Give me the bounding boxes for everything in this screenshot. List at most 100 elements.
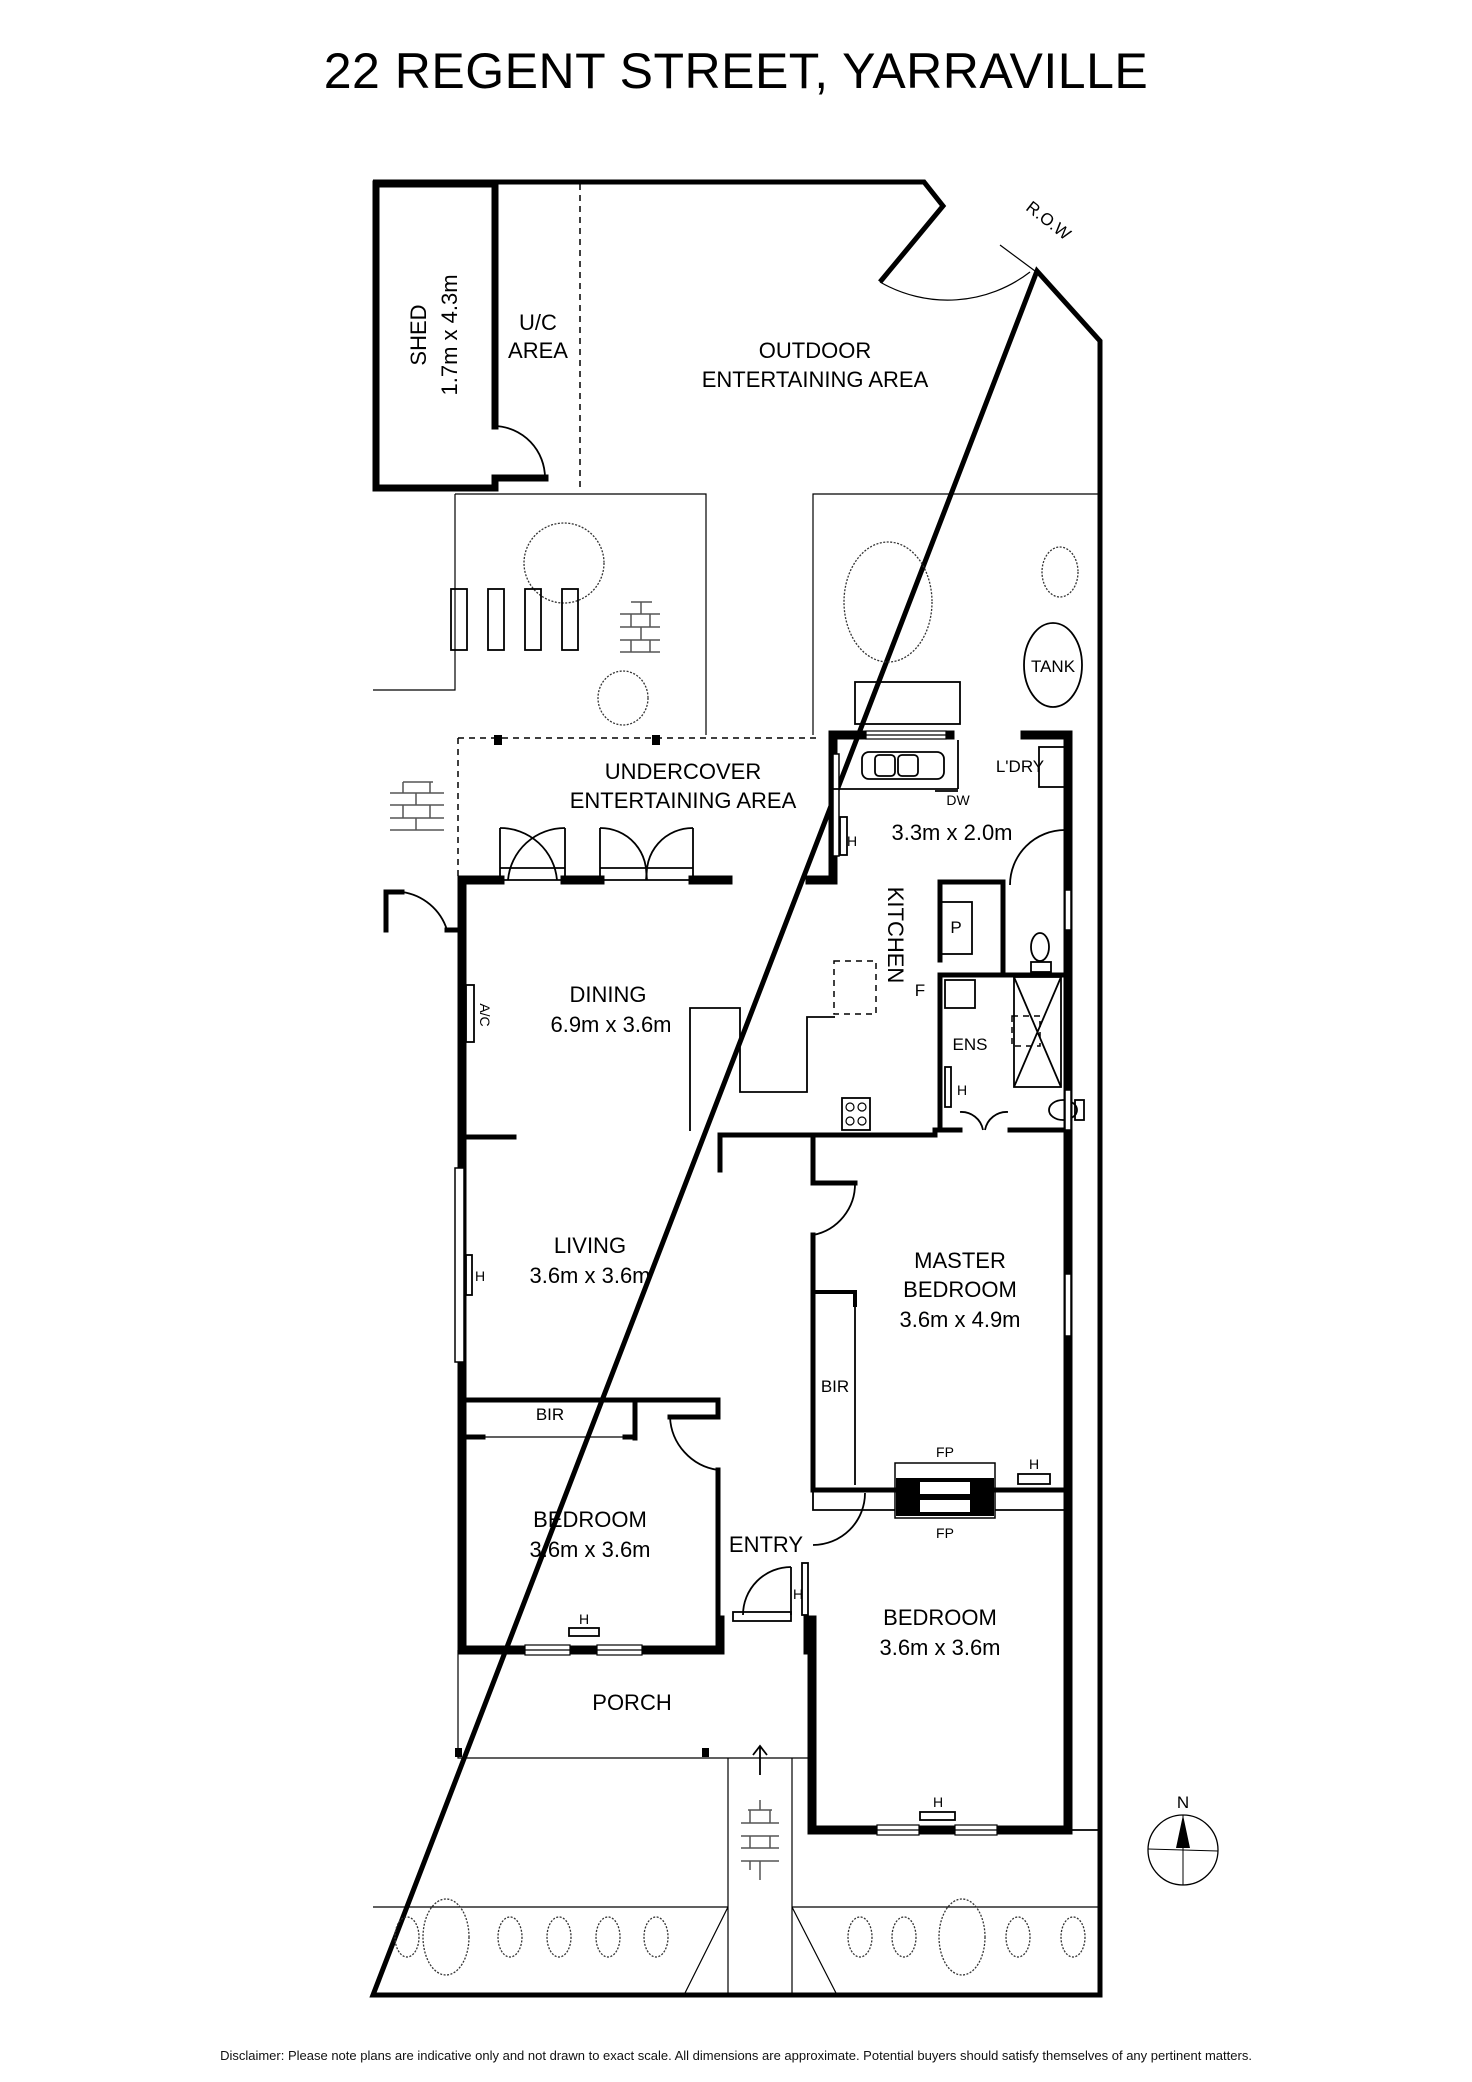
bedroom-right-name: BEDROOM xyxy=(883,1605,997,1630)
laundry-trough xyxy=(1038,746,1066,788)
north-compass-icon xyxy=(1147,1814,1219,1886)
shrub-icon xyxy=(643,1916,669,1958)
ac-label: A/C xyxy=(477,1003,493,1026)
side-gate-door xyxy=(401,891,448,931)
window xyxy=(454,1167,465,1363)
window xyxy=(524,1644,643,1656)
shrub-icon xyxy=(891,1916,917,1958)
heater xyxy=(944,1066,952,1108)
fridge-label: F xyxy=(915,981,925,1000)
heater-label: H xyxy=(957,1082,967,1098)
kitchen-door xyxy=(1009,829,1066,886)
garden-bed-left xyxy=(373,493,707,735)
heater xyxy=(1017,1473,1051,1485)
shed-name: SHED xyxy=(406,304,431,365)
shed-walls xyxy=(372,180,549,492)
porch-outline xyxy=(457,1650,808,1759)
row-gate-line xyxy=(999,244,1036,272)
undercover-boundary xyxy=(457,737,818,880)
plan-title: 22 REGENT STREET, YARRAVILLE xyxy=(323,43,1149,99)
pantry-label: P xyxy=(950,918,961,937)
laundry-label: L'DRY xyxy=(996,757,1044,776)
living-name: LIVING xyxy=(554,1233,626,1258)
master-bir-label: BIR xyxy=(821,1377,849,1396)
outdoor-label-1: OUTDOOR xyxy=(759,338,871,363)
row-label: R.O.W xyxy=(1022,197,1074,243)
bedroom-left-dims: 3.6m x 3.6m xyxy=(529,1537,650,1562)
compass-north-label: N xyxy=(1177,1793,1189,1812)
heater-label: H xyxy=(475,1268,485,1284)
dining-dims: 6.9m x 3.6m xyxy=(550,1012,671,1037)
master-line1: MASTER xyxy=(914,1248,1006,1273)
bir-walls xyxy=(459,1397,721,1441)
kitchen-dims: 3.3m x 2.0m xyxy=(891,820,1012,845)
tree-icon xyxy=(1041,546,1079,598)
master-dims: 3.6m x 4.9m xyxy=(899,1307,1020,1332)
window xyxy=(865,730,947,740)
planter xyxy=(487,588,505,651)
pantry xyxy=(939,901,973,955)
disclaimer: Disclaimer: Please note plans are indica… xyxy=(220,2048,1252,2063)
master-bir-wall xyxy=(811,1290,857,1307)
window xyxy=(1064,1089,1072,1131)
planter xyxy=(450,588,468,651)
heater-label: H xyxy=(579,1611,589,1627)
tree-icon xyxy=(843,541,933,663)
entry-door xyxy=(742,1566,792,1616)
shower-dashed xyxy=(1011,1015,1041,1047)
porch-label: PORCH xyxy=(592,1690,671,1715)
heater xyxy=(801,1562,809,1616)
shrub-icon xyxy=(847,1916,873,1958)
garden-bed-right xyxy=(812,493,1098,735)
dishwasher-label: DW xyxy=(946,792,970,808)
shrub-icon xyxy=(497,1916,523,1958)
tree-icon xyxy=(422,1898,470,1976)
post xyxy=(702,1748,709,1757)
shower xyxy=(1013,976,1062,1088)
outdoor-label-2: ENTERTAINING AREA xyxy=(702,367,929,392)
tree-icon xyxy=(597,670,649,726)
heater-label: H xyxy=(793,1586,803,1602)
ac-unit xyxy=(465,984,475,1043)
row-gate-swing xyxy=(879,271,1031,301)
bedroom-door xyxy=(669,1416,719,1471)
post xyxy=(494,735,502,745)
kitchen-bench xyxy=(689,1007,835,1131)
french-door-1 xyxy=(499,827,566,881)
bedroom-right-dims: 3.6m x 3.6m xyxy=(879,1635,1000,1660)
sink xyxy=(861,751,945,780)
ensuite-label: ENS xyxy=(953,1035,988,1054)
property-boundary xyxy=(369,179,1103,1998)
dining-name: DINING xyxy=(570,982,647,1007)
heater-label: H xyxy=(933,1794,943,1810)
kitchen-island-dashed xyxy=(833,960,877,1015)
paver-icon xyxy=(390,781,444,831)
front-path xyxy=(373,1758,1100,1996)
uc-area-label-1: U/C xyxy=(519,310,557,335)
entry-label: ENTRY xyxy=(729,1532,803,1557)
cooktop-burners xyxy=(845,1102,867,1126)
master-door xyxy=(812,1182,856,1236)
post xyxy=(455,1748,462,1757)
paver-icon xyxy=(620,601,660,653)
bedroom-right-door xyxy=(812,1492,866,1546)
window xyxy=(1064,889,1072,931)
fireplace xyxy=(894,1462,996,1519)
tank-label: TANK xyxy=(1031,657,1076,676)
master-hall-line xyxy=(812,1490,1065,1511)
planter xyxy=(524,588,542,651)
window xyxy=(832,753,840,857)
shed-dims: 1.7m x 4.3m xyxy=(437,274,462,395)
french-door-2 xyxy=(599,827,694,881)
pantry-walls xyxy=(937,879,1068,1133)
undercover-label-2: ENTERTAINING AREA xyxy=(570,788,797,813)
bir-label: BIR xyxy=(536,1405,564,1424)
fireplace-label-top: FP xyxy=(936,1444,954,1460)
toilet-icon xyxy=(1048,1099,1085,1121)
kitchen-name: KITCHEN xyxy=(883,887,908,984)
cooktop xyxy=(841,1097,871,1131)
heater xyxy=(568,1627,600,1637)
uc-area-label-2: AREA xyxy=(508,338,568,363)
vanity xyxy=(944,979,976,1009)
